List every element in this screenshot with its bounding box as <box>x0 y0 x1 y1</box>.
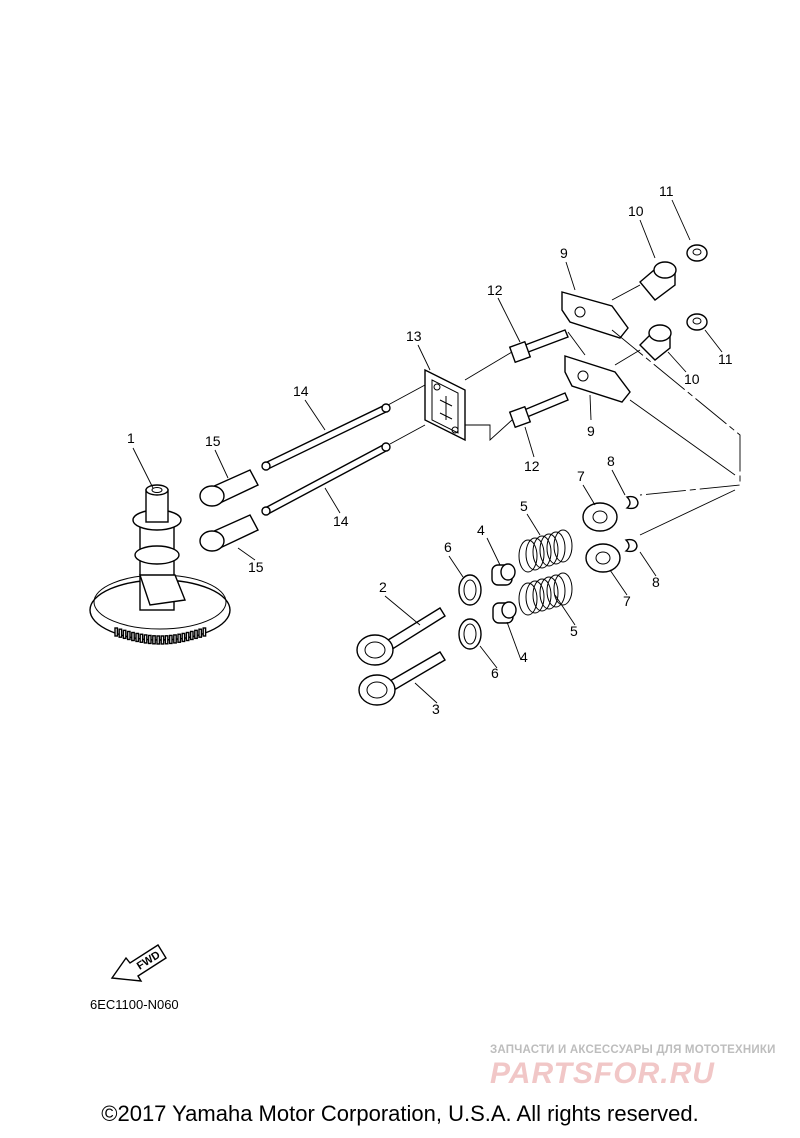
part-label: 4 <box>477 522 485 538</box>
part-label: 8 <box>607 453 615 469</box>
valve-spring-lower <box>518 572 573 616</box>
part-label: 15 <box>205 433 221 449</box>
retainer-upper <box>582 502 618 532</box>
part-label: 1 <box>127 430 135 446</box>
part-label: 6 <box>491 665 499 681</box>
part-label: 13 <box>406 328 422 344</box>
part-label: 14 <box>333 513 349 529</box>
washer-upper <box>458 574 482 606</box>
leader-lines <box>132 199 723 704</box>
pivot-upper <box>639 261 677 301</box>
part-label: 12 <box>524 458 540 474</box>
part-label: 10 <box>628 203 644 219</box>
cotter-upper <box>625 495 639 510</box>
part-label: 3 <box>432 701 440 717</box>
part-label: 15 <box>248 559 264 575</box>
watermark-logo: PARTSFOR.RU <box>490 1057 715 1090</box>
part-label: 2 <box>379 579 387 595</box>
part-label: 5 <box>570 623 578 639</box>
part-label: 11 <box>718 351 733 367</box>
valve-seal-lower <box>492 601 517 624</box>
guide-plate <box>424 368 466 442</box>
part-label: 7 <box>623 593 631 609</box>
watermark-tagline: ЗАПЧАСТИ И АКСЕССУАРЫ ДЛЯ МОТОТЕХНИКИ <box>490 1044 776 1056</box>
valve-intake <box>356 607 446 666</box>
nut-upper <box>686 244 708 262</box>
rocker-arm-upper <box>561 291 629 339</box>
pivot-lower <box>639 324 672 361</box>
valve-spring-upper <box>518 529 573 573</box>
gear-teeth <box>114 627 207 645</box>
retainer-lower <box>585 543 621 573</box>
part-label: 14 <box>293 383 309 399</box>
valve-seal-upper <box>491 563 516 586</box>
nut-lower <box>686 313 708 331</box>
part-label: 7 <box>577 468 585 484</box>
stud-upper <box>508 329 569 364</box>
part-label: 12 <box>487 282 503 298</box>
part-label: 9 <box>560 245 568 261</box>
part-labels: 1 2 3 4 4 5 5 6 6 7 7 8 8 9 9 10 10 11 1… <box>127 183 733 717</box>
part-label: 6 <box>444 539 452 555</box>
fwd-direction-arrow: FWD <box>110 944 167 982</box>
pushrod-lower <box>261 442 391 516</box>
assembly-lines <box>387 284 741 536</box>
part-label: 11 <box>659 183 674 199</box>
part-label: 10 <box>684 371 700 387</box>
copyright-notice: ©2017 Yamaha Motor Corporation, U.S.A. A… <box>101 1101 699 1126</box>
washer-lower <box>458 618 482 650</box>
part-label: 9 <box>587 423 595 439</box>
rocker-arm-lower <box>564 355 631 403</box>
part-label: 8 <box>652 574 660 590</box>
valve-exhaust <box>358 651 446 706</box>
camshaft-part <box>89 484 231 645</box>
diagram-code: 6EC1100-N060 <box>90 997 179 1012</box>
tappet-lower <box>199 514 259 552</box>
cotter-lower <box>624 538 638 553</box>
part-label: 5 <box>520 498 528 514</box>
pushrod-upper <box>261 403 391 471</box>
part-label: 4 <box>520 649 528 665</box>
stud-lower <box>508 392 569 429</box>
tappet-upper <box>199 469 259 507</box>
